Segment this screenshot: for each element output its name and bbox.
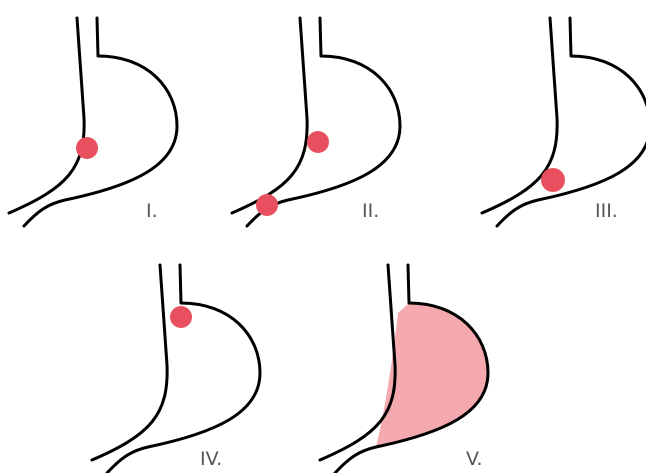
panel-2 — [232, 18, 400, 226]
stomach-outline — [482, 18, 646, 226]
panel-label: IV. — [200, 448, 222, 470]
panel-label: III. — [595, 200, 618, 222]
panel-label: II. — [362, 200, 379, 222]
panel-label: I. — [146, 200, 158, 222]
lesion-marker — [541, 168, 565, 192]
stomach-outline — [232, 18, 400, 226]
lesion-marker — [307, 131, 329, 153]
panel-label: V. — [466, 448, 483, 470]
panel-1 — [9, 18, 177, 226]
stomach-outline — [9, 18, 177, 226]
stomach-outline — [92, 265, 260, 473]
panel-5 — [320, 265, 488, 473]
lesion-marker — [76, 137, 98, 159]
panel-3 — [482, 18, 646, 226]
lesion-marker — [256, 194, 278, 216]
lesion-marker — [170, 306, 192, 328]
panel-4 — [92, 265, 260, 473]
